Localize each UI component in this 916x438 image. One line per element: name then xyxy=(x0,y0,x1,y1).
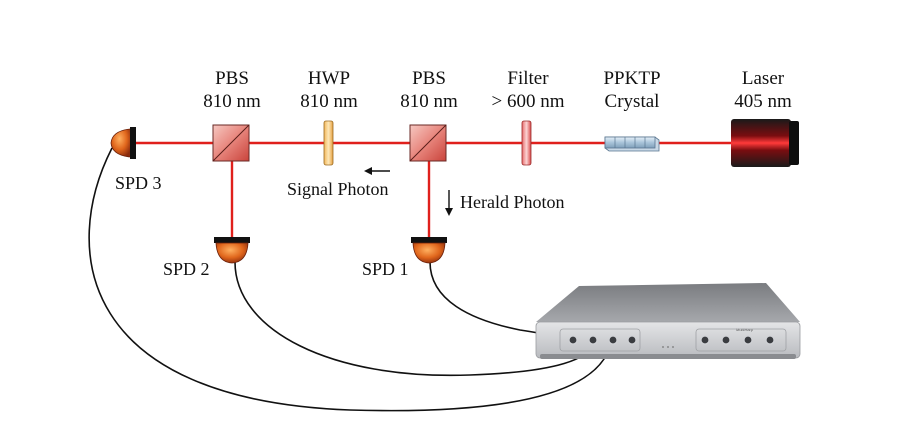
spd2-label: SPD 2 xyxy=(163,259,210,279)
crystal-label-line1: PPKTP xyxy=(603,68,660,89)
device-port-1 xyxy=(568,335,578,345)
hwp-label-line1: HWP xyxy=(308,68,350,89)
component-labels: PBS 810 nm HWP 810 nm PBS 810 nm Filter … xyxy=(115,68,792,279)
spd3-label: SPD 3 xyxy=(115,173,162,193)
spd1-label: SPD 1 xyxy=(362,259,409,279)
spd3-face-plate xyxy=(130,127,136,159)
herald-photon-label: Herald Photon xyxy=(460,192,564,212)
device-port-6 xyxy=(721,335,731,345)
hwp-plate xyxy=(323,120,334,166)
pbs1-cube xyxy=(409,124,447,162)
filter-label-line1: Filter xyxy=(507,68,549,89)
time-tagger-device: MultiHarp xyxy=(535,283,801,359)
laser-source xyxy=(731,119,799,167)
device-input-ports xyxy=(568,335,775,345)
filter-plate xyxy=(521,120,532,166)
filter-label-line2: > 600 nm xyxy=(492,91,565,112)
device-port-2 xyxy=(588,335,598,345)
hwp-label-line2: 810 nm xyxy=(300,91,358,112)
ppktp-crystal xyxy=(604,136,660,152)
spd3-detector xyxy=(110,127,136,159)
pbs1-label-line1: PBS xyxy=(412,68,446,89)
pbs1-label-line2: 810 nm xyxy=(400,91,458,112)
pbs2-label-line2: 810 nm xyxy=(203,91,261,112)
spd2-detector xyxy=(214,237,250,264)
device-top-panel xyxy=(536,283,800,322)
device-brand: MultiHarp xyxy=(736,327,754,332)
signal-arrow xyxy=(364,167,390,175)
herald-arrow xyxy=(445,190,453,216)
laser-label-line1: Laser xyxy=(742,68,785,89)
cable-spd3 xyxy=(88,147,612,412)
spd1-detector xyxy=(411,237,447,264)
pbs2-cube xyxy=(212,124,250,162)
laser-label-line2: 405 nm xyxy=(734,91,792,112)
device-port-5 xyxy=(700,335,710,345)
signal-photon-label: Signal Photon xyxy=(287,179,389,199)
pbs2-label-line1: PBS xyxy=(215,68,249,89)
cable-spd2 xyxy=(234,261,594,377)
device-port-4 xyxy=(627,335,637,345)
device-port-3 xyxy=(608,335,618,345)
device-port-7 xyxy=(743,335,753,345)
device-port-8 xyxy=(765,335,775,345)
crystal-label-line2: Crystal xyxy=(605,91,660,112)
